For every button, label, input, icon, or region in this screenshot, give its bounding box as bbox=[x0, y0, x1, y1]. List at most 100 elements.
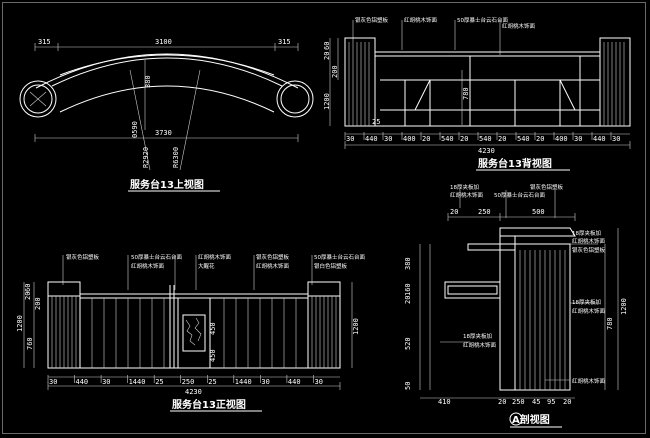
back-dim-total: 4230 bbox=[478, 147, 495, 155]
back-dim-v2: 20 bbox=[323, 52, 331, 60]
side-dim-b1: 410 bbox=[438, 398, 451, 406]
back-segment-label: 30 bbox=[384, 135, 392, 143]
back-body bbox=[374, 51, 601, 127]
counter-back-arc bbox=[59, 85, 275, 113]
front-body bbox=[79, 293, 309, 369]
side-note-a: 18厚夹板加 bbox=[450, 183, 479, 191]
side-view-title: A剖视图 bbox=[512, 413, 550, 426]
top-dim-mid: 3100 bbox=[155, 38, 172, 46]
back-dim-v4: 1200 bbox=[323, 93, 331, 110]
front-segment-label: 30 bbox=[315, 378, 323, 386]
back-segment-label: 540 bbox=[441, 135, 454, 143]
side-dim-b3: 250 bbox=[512, 398, 525, 406]
front-note-g: 红胡桃木饰面 bbox=[256, 262, 290, 270]
top-dim-left: 315 bbox=[38, 38, 51, 46]
top-dim-v2: 0590 bbox=[131, 121, 139, 138]
side-note-j: 红胡桃木饰面 bbox=[572, 377, 606, 385]
counter-inner-arc bbox=[51, 57, 283, 87]
side-drawer bbox=[444, 281, 501, 299]
back-segment-label: 400 bbox=[555, 135, 568, 143]
top-dim-v1: 380 bbox=[144, 75, 152, 88]
side-counter-top bbox=[499, 227, 576, 237]
top-dim-r2: R6300 bbox=[172, 147, 180, 168]
front-dim-p1: 450 bbox=[209, 322, 217, 335]
back-segment-label: 30 bbox=[612, 135, 620, 143]
side-dim-b5: 95 bbox=[547, 398, 555, 406]
side-note-g: 银灰色铝塑板 bbox=[572, 246, 606, 254]
front-note-d: 红胡桃木饰面 bbox=[198, 253, 232, 261]
front-segment-label: 440 bbox=[288, 378, 301, 386]
side-dim-v5: 50 bbox=[404, 382, 412, 390]
front-segment-label: 30 bbox=[261, 378, 269, 386]
back-segment-label: 20 bbox=[422, 135, 430, 143]
side-dim-b2: 20 bbox=[498, 398, 506, 406]
front-dim-p2: 450 bbox=[209, 349, 217, 362]
side-dim-v1: 380 bbox=[404, 257, 412, 270]
back-segment-label: 400 bbox=[403, 135, 416, 143]
side-view: 20 250 500 18厚夹板加 红胡桃木饰面 50厚暴士台云石台面 银灰色铝… bbox=[404, 183, 628, 428]
front-segment-label: 25 bbox=[208, 378, 216, 386]
back-right-column bbox=[599, 37, 631, 127]
top-dim-r1: R2920 bbox=[142, 147, 150, 168]
back-note-b: 红胡桃木饰面 bbox=[404, 16, 438, 24]
back-segment-label: 20 bbox=[536, 135, 544, 143]
side-note-h: 18厚夹板加 bbox=[572, 298, 601, 306]
front-view: 银灰色铝塑板 50厚暴士台云石台面 红胡桃木饰面 红胡桃木饰面 大醒花 银灰色铝… bbox=[16, 253, 365, 412]
side-note-c: 50厚暴士台云石台面 bbox=[494, 191, 545, 199]
section-marker-circle bbox=[509, 412, 523, 426]
back-segment-label: 30 bbox=[346, 135, 354, 143]
back-view: 银灰色铝塑板 红胡桃木饰面 50厚暴士台云石台面 红胡桃木饰面 bbox=[323, 16, 631, 171]
side-dim-t2: 250 bbox=[478, 208, 491, 216]
front-note-i: 银白色铝塑板 bbox=[314, 262, 348, 270]
front-note-e: 大醒花 bbox=[198, 262, 215, 270]
side-dim-b6: 20 bbox=[563, 398, 571, 406]
side-note-d: 银灰色铝塑板 bbox=[530, 183, 564, 191]
front-segment-label: 250 bbox=[182, 378, 195, 386]
back-segment-label: 20 bbox=[460, 135, 468, 143]
top-dim-right: 315 bbox=[278, 38, 291, 46]
side-dim-v6: 780 bbox=[606, 317, 614, 330]
back-view-title: 服务台13背视图 bbox=[478, 157, 552, 170]
back-dim-v5: 780 bbox=[462, 87, 470, 100]
back-segment-label: 440 bbox=[593, 135, 606, 143]
left-drum bbox=[19, 80, 57, 118]
top-view-title: 服务台13上视图 bbox=[130, 178, 204, 191]
front-segment-label: 25 bbox=[155, 378, 163, 386]
front-segment-label: 30 bbox=[49, 378, 57, 386]
front-view-title: 服务台13正视图 bbox=[172, 398, 246, 411]
back-segment-label: 540 bbox=[479, 135, 492, 143]
front-note-c: 红胡桃木饰面 bbox=[131, 262, 165, 270]
side-dim-v4: 520 bbox=[404, 337, 412, 350]
front-segment-label: 440 bbox=[76, 378, 89, 386]
side-note-l: 红胡桃木饰面 bbox=[463, 341, 497, 349]
front-note-f: 银灰色铝塑板 bbox=[256, 253, 290, 261]
top-view: 315 3100 315 380 0590 R2920 R6300 3730 服… bbox=[19, 38, 314, 192]
back-segment-label: 20 bbox=[498, 135, 506, 143]
front-center-panel bbox=[177, 297, 211, 369]
counter-top-arc bbox=[59, 54, 275, 76]
front-dim-v4: 1200 bbox=[16, 315, 24, 332]
front-note-b: 50厚暴士台云石台面 bbox=[131, 253, 182, 261]
side-dim-t3: 500 bbox=[532, 208, 545, 216]
back-segment-label: 440 bbox=[365, 135, 378, 143]
drawing-frame bbox=[2, 2, 646, 434]
side-body bbox=[514, 243, 571, 391]
front-dim-v6: 1200 bbox=[352, 318, 360, 335]
counter-outer-arc bbox=[35, 53, 299, 89]
front-dim-v2: 20 bbox=[24, 292, 32, 300]
front-dim-v3: 200 bbox=[34, 297, 42, 310]
right-drum bbox=[276, 80, 314, 118]
side-note-f: 红胡桃木饰面 bbox=[572, 237, 606, 245]
front-dim-v1: 60 bbox=[24, 284, 32, 292]
front-note-h: 50厚暴士台云石台面 bbox=[314, 253, 365, 261]
side-dim-b4: 45 bbox=[532, 398, 540, 406]
front-segment-label: 1440 bbox=[129, 378, 146, 386]
front-dim-total: 4230 bbox=[185, 388, 202, 396]
side-dim-t1: 20 bbox=[450, 208, 458, 216]
back-dim-v6: 25 bbox=[372, 118, 380, 126]
side-note-i: 红胡桃木饰面 bbox=[572, 307, 606, 315]
